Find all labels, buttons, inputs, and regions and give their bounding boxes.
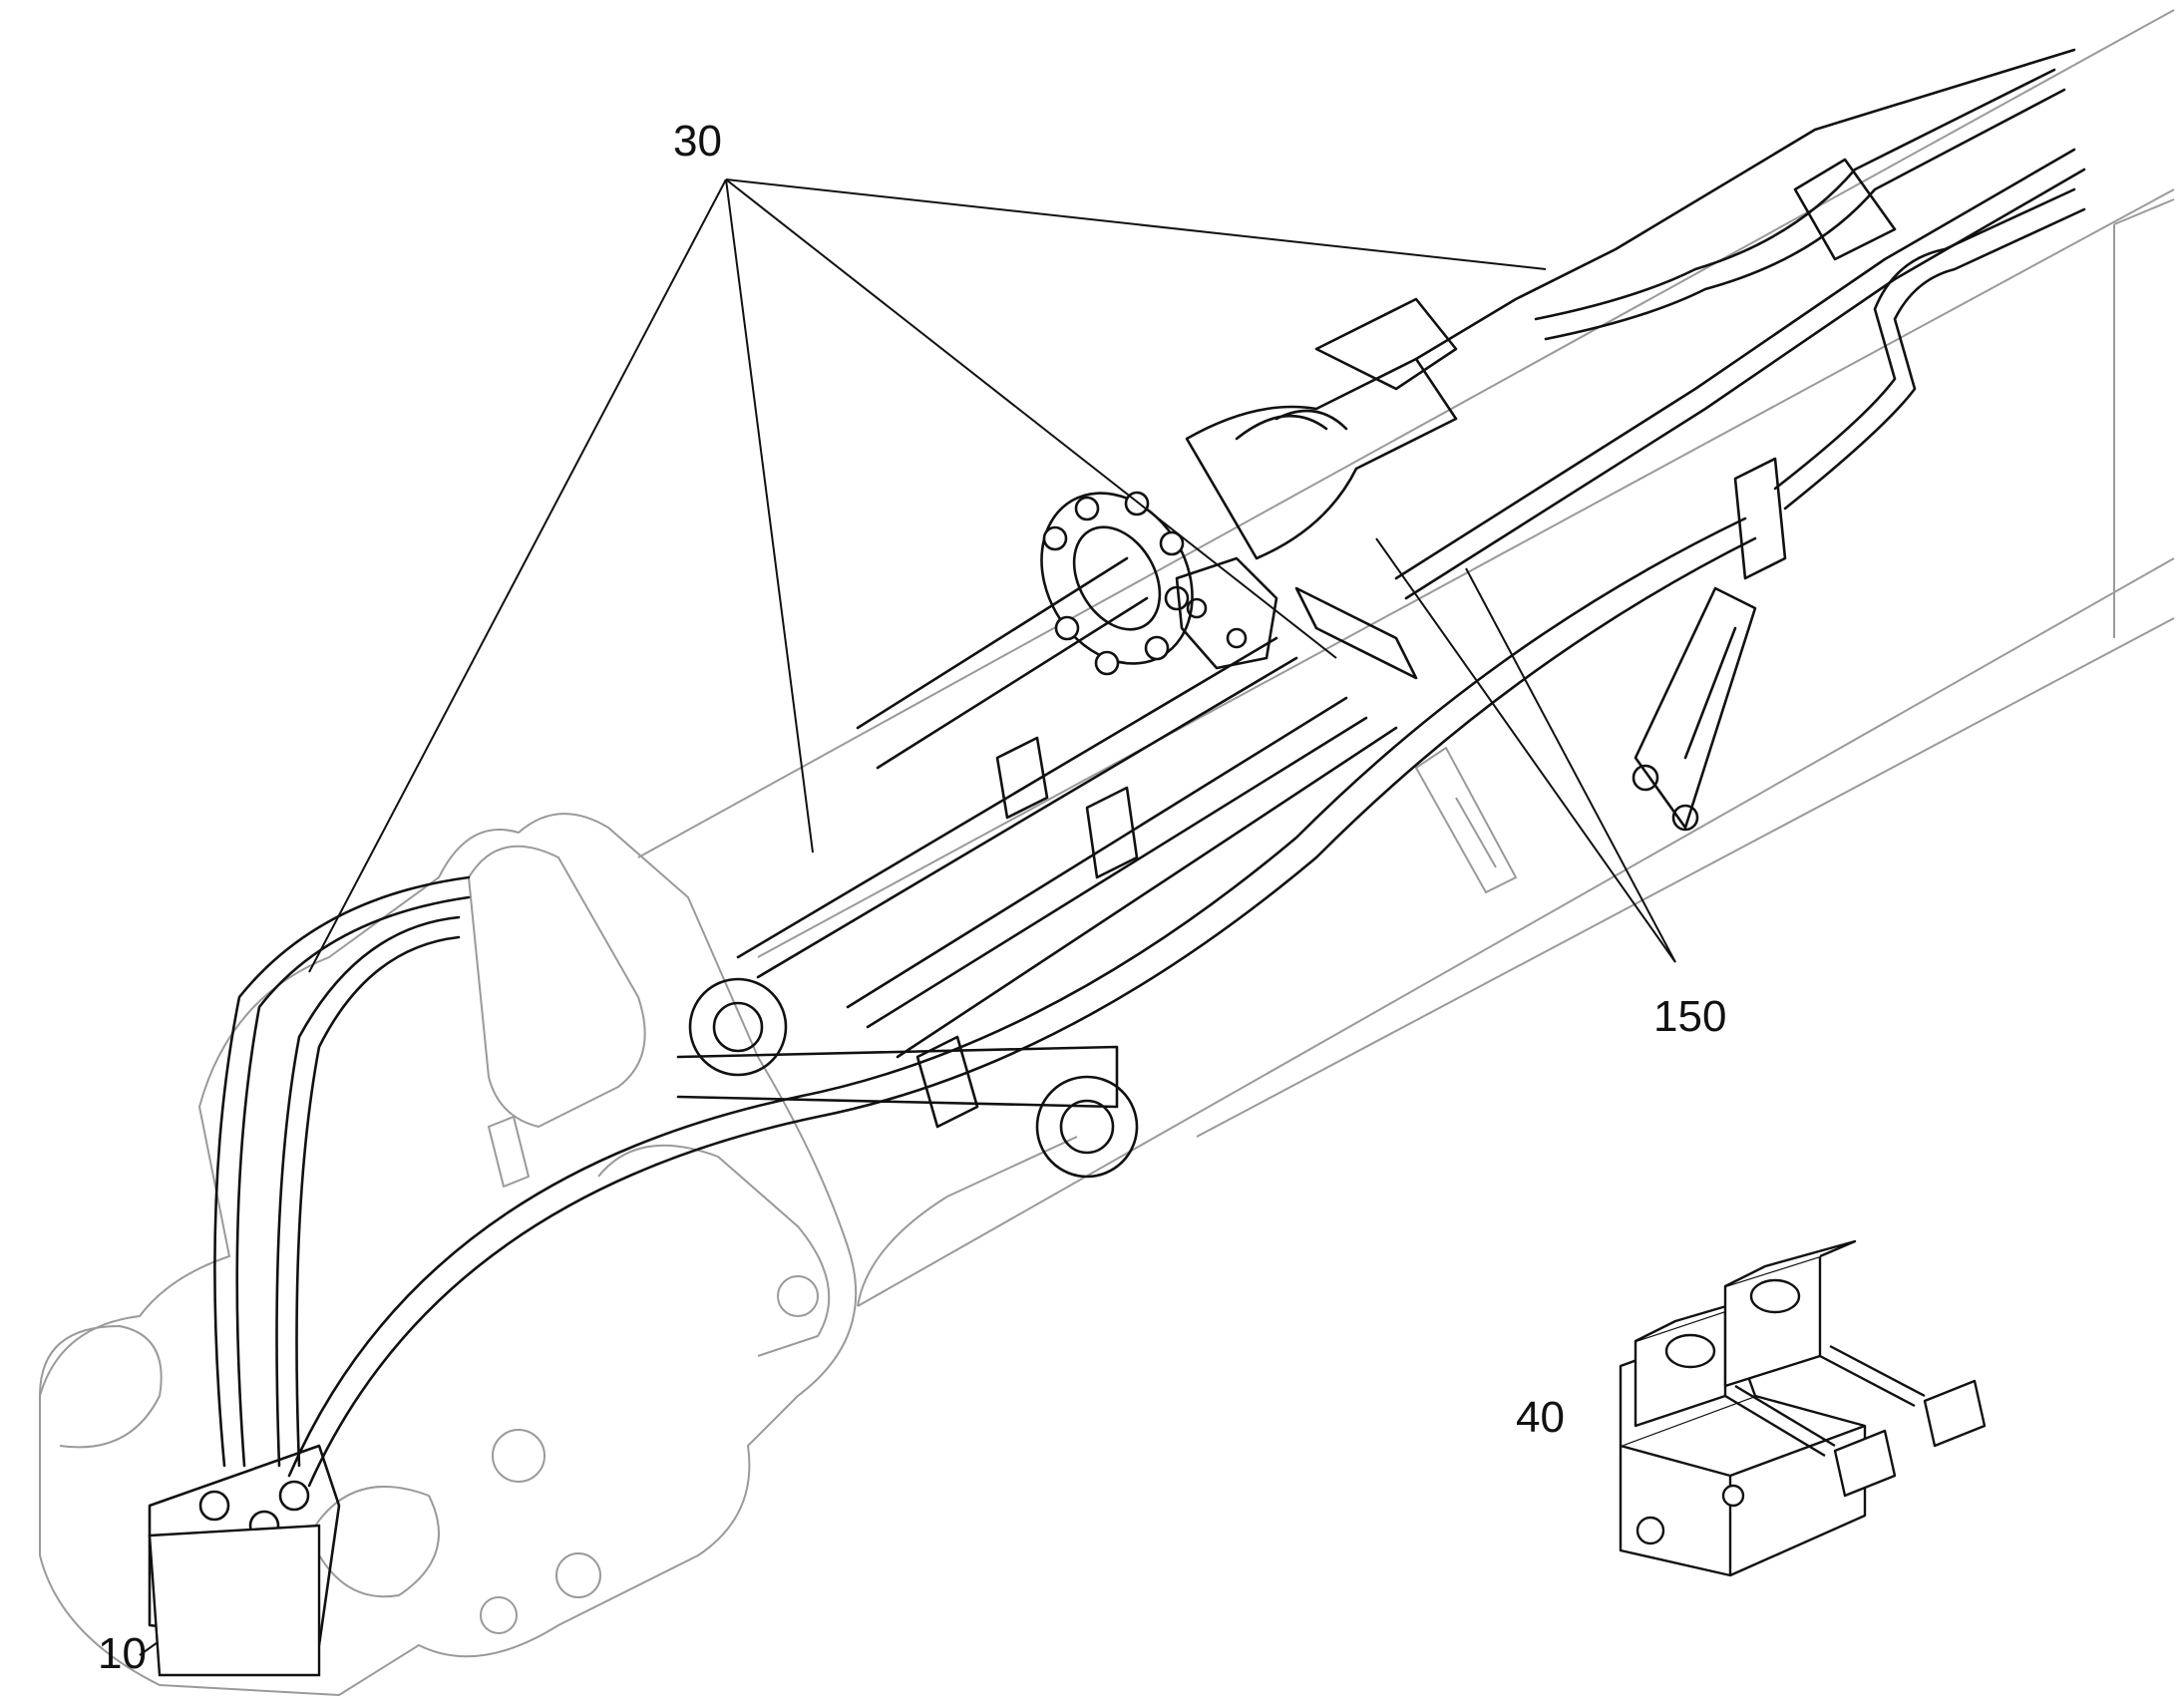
arm-lower-plate <box>857 1136 1078 1307</box>
cylinder-sleeve <box>1235 409 1348 441</box>
cylinder-barrel <box>1185 357 1458 560</box>
hose-outer-2 <box>275 915 461 1468</box>
hose-up-right-b <box>1783 207 2086 511</box>
flange-bolt <box>1054 615 1080 641</box>
coupler-valve-block <box>148 1444 341 1647</box>
callout-150: 150 <box>1653 992 1727 1041</box>
valve-block-bolt <box>1186 597 1208 619</box>
callout-10: 10 <box>98 1629 147 1678</box>
support-slot <box>1683 626 1737 760</box>
link-arm <box>676 1045 1119 1109</box>
hydraulic-system <box>148 48 2086 1647</box>
flange-bolt <box>1159 530 1185 556</box>
valve-bolt <box>1635 1516 1665 1545</box>
valve-port <box>1721 1484 1745 1508</box>
flange-bolts <box>1042 491 1190 676</box>
coupler-base-box <box>148 1524 321 1677</box>
leader-30-d <box>725 178 1547 270</box>
pipe-clamp-4 <box>1793 158 1897 261</box>
leader-30-a <box>308 178 727 973</box>
leader-30-b <box>725 178 814 854</box>
coupler-inner <box>468 845 646 1128</box>
leader-30-c <box>725 178 1337 659</box>
coil-2 <box>1723 1254 1822 1388</box>
pipe-upper-2 <box>1414 48 2076 361</box>
pipe-long-1 <box>736 636 1278 959</box>
hose-outer-2b <box>295 935 461 1468</box>
pipe-long-2 <box>846 696 1348 1009</box>
arm-side-bracket <box>1415 747 1517 893</box>
cable-2 <box>1819 1344 1926 1408</box>
arm-mid-edge <box>757 188 2175 958</box>
coil-knob-2 <box>1749 1278 1801 1314</box>
link-pin-left-inner <box>712 1001 764 1053</box>
cable-1 <box>1724 1384 1836 1458</box>
coupler-body <box>39 813 858 1696</box>
link-pin-right <box>1035 1075 1139 1179</box>
arm-side-edge <box>1196 617 2175 1138</box>
flange-bolt <box>1074 496 1100 521</box>
pipe-upper-1b <box>1544 88 2066 341</box>
callout-30: 30 <box>673 117 722 166</box>
pipe-upper-1 <box>1534 68 2056 321</box>
hose-up-right <box>1773 187 2076 491</box>
pipe-clamp-3 <box>1733 457 1787 580</box>
coupler-hook-left <box>39 1325 163 1449</box>
arm-upper-edge <box>637 9 2175 858</box>
hose-outer-1 <box>213 875 471 1468</box>
link-clamp <box>915 1035 979 1129</box>
leader-150-b <box>1465 567 1676 963</box>
hose-outer-1b <box>235 895 471 1468</box>
pipe-mount-bar <box>1294 586 1418 680</box>
support-bracket <box>1634 586 1757 830</box>
support-bolt <box>1671 804 1699 832</box>
pipe-long-3 <box>896 726 1398 1059</box>
pipe-long-2b <box>866 716 1368 1029</box>
valve-block-bolt <box>1226 627 1248 649</box>
callout-40: 40 <box>1516 1393 1565 1442</box>
coupler-hole-4 <box>777 1275 819 1317</box>
pipe-clamp-1 <box>995 736 1049 820</box>
cylinder-rod <box>856 556 1149 770</box>
flange-bolt <box>1144 635 1170 661</box>
coupler-slot <box>488 1116 530 1188</box>
fitting <box>278 1480 310 1512</box>
pipe-upper-3b <box>1404 168 2086 600</box>
coupler-hole-2 <box>555 1552 601 1598</box>
link-pin-left <box>688 977 788 1077</box>
support-bolt <box>1632 764 1659 792</box>
hose-long-cross <box>287 516 1747 1478</box>
pipe-upper-3 <box>1394 148 2076 580</box>
coupler-lug <box>597 1144 831 1357</box>
arm-structure-ghost <box>39 9 2175 1696</box>
arm-far-panel <box>2113 198 2175 638</box>
cylinder-valve-block <box>1175 556 1278 670</box>
cylinder-flange-inner <box>1072 525 1162 631</box>
coil-knob-1 <box>1664 1333 1716 1369</box>
hose-long-cross-b <box>307 536 1757 1488</box>
pipe-long-1b <box>756 656 1298 979</box>
coupler-hole-1 <box>492 1429 545 1483</box>
coupler-hook-right <box>308 1486 440 1598</box>
connector-1 <box>1833 1429 1897 1498</box>
leader-150-a <box>1375 537 1676 963</box>
flange-bolt <box>1042 525 1068 551</box>
coupler-hole-3 <box>480 1596 518 1634</box>
solenoid-valve-assembly <box>1619 1239 1987 1577</box>
arm-lower-edge <box>857 557 2175 1307</box>
coupler-base <box>148 1524 321 1677</box>
cylinder-far-end <box>1314 297 1458 391</box>
pipe-clamp-2 <box>1085 786 1139 879</box>
connector-2 <box>1923 1379 1987 1448</box>
coil-2-top <box>1724 1239 1857 1288</box>
flange-bolt <box>1094 650 1120 676</box>
fitting <box>198 1490 230 1522</box>
link-pin-right-inner <box>1059 1099 1115 1155</box>
